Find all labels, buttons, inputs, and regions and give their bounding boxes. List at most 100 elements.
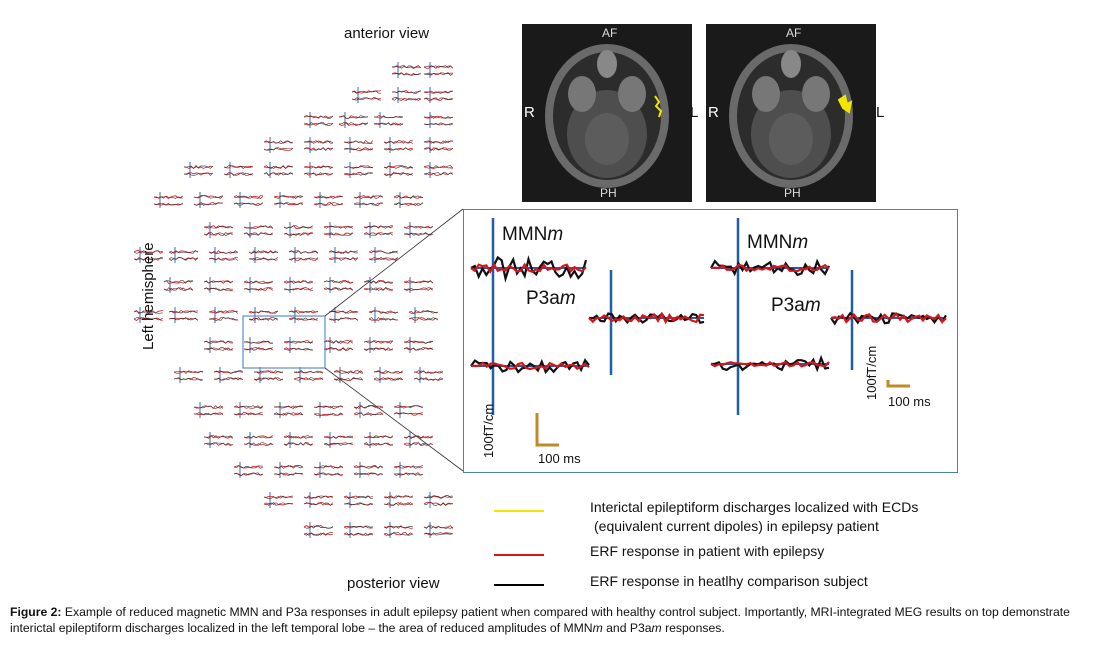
sensor-trace-control: [208, 257, 238, 261]
sensor-trace-control: [133, 310, 163, 314]
sensor-trace-control: [393, 195, 423, 199]
sensor-waveform: [403, 337, 434, 353]
sensor-waveform: [223, 162, 254, 178]
sensor-waveform: [338, 112, 369, 128]
sensor-trace-patient: [383, 525, 413, 529]
sensor-trace-patient: [263, 147, 294, 151]
legend-item-healthy: ERF response in heatlhy comparison subje…: [590, 573, 868, 589]
sensor-trace-patient: [343, 172, 373, 176]
sensor-trace-control: [243, 347, 273, 351]
sensor-trace-control: [283, 347, 313, 351]
trace-healthy: [588, 312, 705, 325]
sensor-trace-control: [233, 412, 263, 416]
sensor-waveform: [363, 277, 393, 293]
sensor-trace-control: [263, 147, 293, 151]
sensor-trace-patient: [323, 232, 354, 236]
sensor-trace-control: [193, 195, 223, 199]
sensor-trace-patient: [248, 317, 279, 321]
sensor-waveform: [323, 337, 354, 353]
sensor-trace-control: [408, 317, 438, 321]
trace-patient: [710, 360, 830, 368]
sensor-trace-control: [363, 442, 393, 446]
sensor-trace-patient: [173, 370, 203, 374]
sensor-trace-control: [133, 317, 163, 321]
sensor-waveform: [343, 162, 373, 178]
sensor-trace-control: [323, 442, 353, 446]
sensor-trace-control: [303, 166, 333, 169]
p3-label-right: P3am: [771, 295, 821, 316]
sensor-waveform: [423, 87, 453, 103]
sensor-trace-control: [423, 165, 454, 169]
mri-image-left: AF PH R: [522, 24, 692, 202]
sensor-waveform: [323, 222, 354, 238]
sensor-trace-patient: [351, 97, 381, 101]
trace-patient: [830, 311, 947, 324]
mmn-label-right: MMNm: [747, 232, 809, 253]
sensor-trace-control: [283, 225, 313, 229]
sensor-trace-control: [343, 140, 373, 144]
sensor-trace-control: [243, 232, 273, 236]
sensor-trace-patient: [208, 310, 238, 314]
sensor-trace-patient: [208, 257, 238, 261]
sensor-trace-control: [303, 525, 333, 529]
sensor-trace-control: [343, 147, 373, 151]
sensor-waveform: [423, 162, 454, 178]
trace-healthy: [470, 358, 590, 375]
mmn-label-left: MMNm: [502, 224, 564, 245]
sensor-trace-control: [183, 172, 214, 176]
sensor-waveform: [208, 247, 239, 263]
sensor-trace-patient: [383, 501, 413, 506]
sensor-trace-patient: [263, 164, 293, 169]
sensor-waveform: [343, 522, 373, 538]
sensor-trace-control: [223, 172, 253, 176]
sensor-trace-control: [423, 97, 453, 101]
sensor-trace-patient: [403, 232, 434, 235]
sensor-trace-control: [233, 472, 263, 476]
sensor-trace-control: [168, 310, 198, 314]
sensor-trace-control: [351, 97, 381, 101]
sensor-trace-patient: [153, 202, 184, 206]
sensor-trace-control: [403, 287, 433, 291]
sensor-trace-control: [338, 115, 368, 119]
sensor-trace-patient: [203, 442, 233, 446]
trace-patient: [470, 262, 587, 274]
sensor-trace-control: [273, 465, 303, 469]
sensor-trace-control: [303, 140, 333, 144]
sensor-waveform: [393, 192, 424, 208]
sensor-waveform: [403, 222, 434, 238]
sensor-array: [133, 62, 454, 538]
sensor-waveform: [343, 492, 373, 508]
sensor-waveform: [243, 337, 274, 353]
sensor-trace-control: [133, 257, 163, 261]
mri-label-top: AF: [786, 26, 802, 40]
sensor-trace-control: [273, 472, 303, 476]
sensor-trace-control: [323, 280, 353, 284]
sensor-trace-control: [423, 123, 453, 126]
sensor-trace-patient: [343, 525, 373, 529]
sensor-trace-control: [368, 310, 398, 314]
legend: Interictal epileptiform discharges local…: [494, 496, 1014, 596]
sensor-trace-patient: [233, 472, 263, 476]
sensor-trace-patient: [253, 370, 283, 374]
sensor-waveform: [383, 522, 413, 538]
sensor-trace-control: [313, 472, 343, 476]
sensor-trace-patient: [203, 435, 234, 439]
sensor-trace-patient: [353, 412, 384, 416]
sensor-waveform: [368, 247, 399, 263]
posterior-view-label: posterior view: [347, 575, 440, 592]
sensor-waveform: [383, 492, 413, 508]
mri-label-right-a: L: [690, 104, 699, 121]
sensor-waveform: [288, 307, 318, 323]
sensor-waveform: [423, 62, 454, 78]
sensor-trace-patient: [283, 435, 313, 439]
sensor-waveform: [153, 192, 184, 208]
trace-healthy: [470, 255, 588, 283]
sensor-waveform: [323, 432, 354, 448]
sensor-trace-patient: [333, 377, 363, 381]
sensor-trace-control: [403, 280, 433, 284]
sensor-trace-control: [328, 250, 358, 254]
sensor-trace-control: [273, 195, 303, 199]
sensor-trace-patient: [223, 172, 254, 176]
sensor-trace-control: [343, 172, 373, 176]
sensor-waveform: [383, 137, 413, 153]
